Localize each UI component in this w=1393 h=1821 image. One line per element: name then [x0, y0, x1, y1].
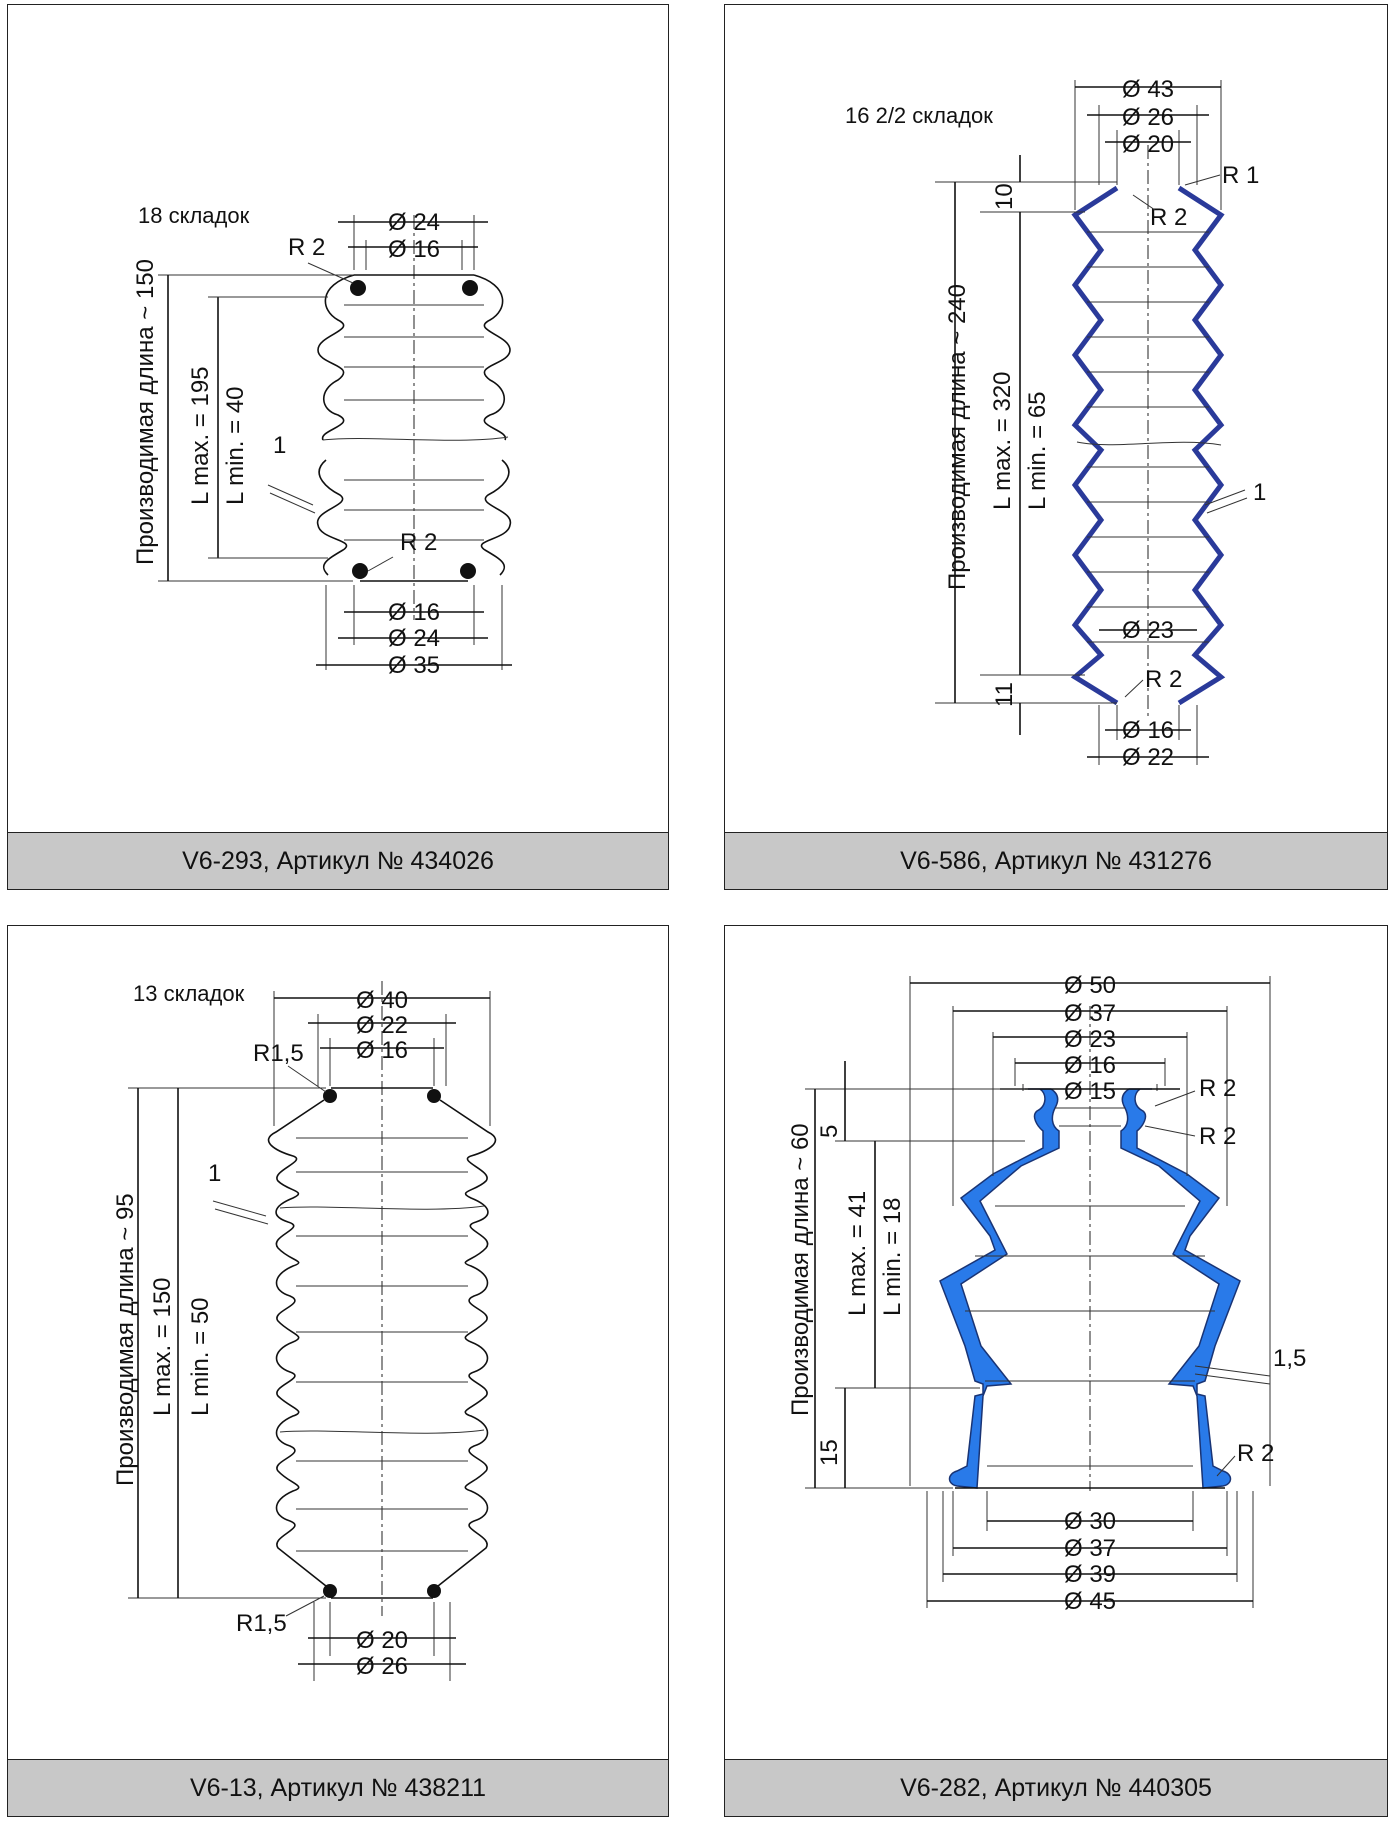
label-len-install: Производимая длина ~ 150	[132, 259, 159, 565]
label-d-45: Ø 45	[1064, 1588, 1116, 1615]
label-len-install: Производимая длина ~ 240	[944, 284, 971, 590]
label-d-20: Ø 20	[1122, 131, 1174, 158]
label-wall: 1,5	[1273, 1345, 1306, 1372]
folds-note: 18 складок	[138, 203, 250, 228]
label-len-max: L max. = 195	[187, 366, 214, 505]
label-len-install: Производимая длина ~ 60	[787, 1123, 814, 1416]
panel-caption: V6-282, Артикул № 440305	[725, 1759, 1387, 1816]
label-len-install: Производимая длина ~ 95	[112, 1193, 139, 1486]
panel-caption: V6-586, Артикул № 431276	[725, 832, 1387, 889]
label-r-bot: R 2	[400, 529, 437, 556]
label-d-43: Ø 43	[1122, 76, 1174, 103]
bellows-drawing-v6-586: Ø 43 Ø 26 Ø 20 16 2/2 складок R 1 R 2 10…	[845, 76, 1266, 771]
label-d-15: Ø 15	[1064, 1078, 1116, 1105]
label-d-37-bottom: Ø 37	[1064, 1535, 1116, 1562]
label-d-bot-inner: Ø 16	[388, 599, 440, 626]
label-h-top: 10	[991, 183, 1018, 210]
label-d-26: Ø 26	[1122, 104, 1174, 131]
label-len-max: L max. = 320	[989, 371, 1016, 510]
label-wall: 1	[273, 432, 286, 459]
drawing-panel-v6-282: Ø 50 Ø 37 Ø 23 Ø 16 Ø 15 R 2 R 2 5 15 Пр…	[724, 925, 1388, 1817]
label-d-16: Ø 16	[1122, 717, 1174, 744]
folds-note: 13 складок	[133, 981, 245, 1006]
bellows-drawing-v6-13: Ø 40 Ø 22 Ø 16 13 складок R1,5 Производи…	[112, 981, 497, 1681]
label-d-40: Ø 40	[356, 987, 408, 1014]
label-d-50: Ø 50	[1064, 972, 1116, 999]
label-len-min: L min. = 18	[879, 1197, 906, 1316]
label-wall: 1	[1253, 479, 1266, 506]
label-r-top: R 2	[1150, 204, 1187, 231]
label-len-max: L max. = 150	[149, 1277, 176, 1416]
label-d-23: Ø 23	[1064, 1026, 1116, 1053]
label-d-bot-mid: Ø 24	[388, 625, 440, 652]
label-len-min: L min. = 40	[222, 386, 249, 505]
label-d-16: Ø 16	[1064, 1052, 1116, 1079]
label-wall: 1	[208, 1160, 221, 1187]
drawing-panel-v6-293: Ø 24 Ø 16 18 складок R 2 Производимая дл…	[7, 4, 669, 890]
label-r-b: R 2	[1199, 1123, 1236, 1150]
label-d-23: Ø 23	[1122, 617, 1174, 644]
label-r-bot: R 2	[1145, 666, 1182, 693]
label-d-top-outer: Ø 24	[388, 209, 440, 236]
folds-note: 16 2/2 складок	[845, 103, 993, 128]
label-d-37-top: Ø 37	[1064, 1000, 1116, 1027]
label-d-16: Ø 16	[356, 1037, 408, 1064]
label-len-min: L min. = 65	[1024, 391, 1051, 510]
label-h-5: 5	[816, 1125, 843, 1138]
panel-caption: V6-293, Артикул № 434026	[8, 832, 668, 889]
label-len-max: L max. = 41	[844, 1191, 871, 1316]
label-d-30: Ø 30	[1064, 1508, 1116, 1535]
label-d-26: Ø 26	[356, 1653, 408, 1680]
bellows-drawing-v6-293: Ø 24 Ø 16 18 складок R 2 Производимая дл…	[132, 203, 512, 679]
label-r-top: R1,5	[253, 1040, 304, 1067]
label-d-bot-outer: Ø 35	[388, 652, 440, 679]
label-r-a: R 2	[1199, 1075, 1236, 1102]
panel-caption: V6-13, Артикул № 438211	[8, 1759, 668, 1816]
bellows-drawing-v6-282: Ø 50 Ø 37 Ø 23 Ø 16 Ø 15 R 2 R 2 5 15 Пр…	[787, 972, 1306, 1615]
label-d-22: Ø 22	[356, 1012, 408, 1039]
label-len-min: L min. = 50	[187, 1297, 214, 1416]
label-h-15: 15	[816, 1439, 843, 1466]
label-r-top: R 2	[288, 234, 325, 261]
label-d-39: Ø 39	[1064, 1561, 1116, 1588]
label-d-top-inner: Ø 16	[388, 236, 440, 263]
label-r-c: R 2	[1237, 1440, 1274, 1467]
label-r-1: R 1	[1222, 162, 1259, 189]
label-r-bot: R1,5	[236, 1610, 287, 1637]
label-d-22: Ø 22	[1122, 744, 1174, 771]
drawing-panel-v6-586: Ø 43 Ø 26 Ø 20 16 2/2 складок R 1 R 2 10…	[724, 4, 1388, 890]
label-h-bot: 11	[991, 682, 1018, 707]
label-d-20: Ø 20	[356, 1627, 408, 1654]
drawing-panel-v6-13: Ø 40 Ø 22 Ø 16 13 складок R1,5 Производи…	[7, 925, 669, 1817]
